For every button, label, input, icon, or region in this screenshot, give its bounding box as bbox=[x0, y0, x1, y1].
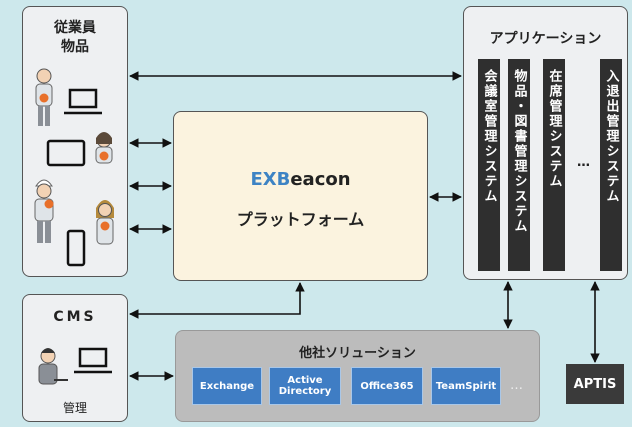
applications-box: アプリケーション 会議室管理システム 物品・図書管理システム 在席管理システム … bbox=[463, 6, 628, 280]
aptis-box: APTIS bbox=[566, 364, 624, 404]
applications-title: アプリケーション bbox=[489, 31, 602, 47]
laptop-icon bbox=[64, 88, 102, 115]
app-entry-exit: 入退出管理システム bbox=[600, 59, 622, 271]
cms-subtitle: 管理 bbox=[62, 401, 87, 415]
employees-title-line1: 従業員 bbox=[54, 20, 96, 36]
other-solutions-title: 他社ソリューション bbox=[299, 346, 416, 361]
person-icon-woman bbox=[95, 132, 113, 164]
person-icon-cms-user bbox=[38, 348, 68, 385]
smartphone-icon bbox=[66, 229, 86, 267]
exbeacon-platform-box: EXBeacon プラットフォーム bbox=[173, 111, 428, 281]
person-icon-woman-2 bbox=[96, 200, 114, 245]
logo-exb: EXB bbox=[250, 169, 291, 190]
platform-subtitle: プラットフォーム bbox=[236, 210, 365, 229]
cms-laptop-icon bbox=[74, 347, 112, 374]
exbeacon-logo: EXBeacon bbox=[174, 169, 427, 190]
solutions-ellipsis: … bbox=[510, 378, 523, 393]
tablet-icon bbox=[46, 139, 86, 167]
solution-teamspirit: TeamSpirit bbox=[431, 367, 501, 405]
person-icon-man bbox=[35, 68, 53, 126]
app-items-library: 物品・図書管理システム bbox=[508, 59, 530, 271]
solution-office365: Office365 bbox=[351, 367, 423, 405]
logo-eacon: eacon bbox=[290, 169, 351, 190]
employees-title: 従業員 物品 bbox=[23, 19, 127, 57]
arrow-cms-platform bbox=[129, 282, 305, 319]
applications-ellipsis: … bbox=[577, 155, 590, 170]
solution-active-directory: Active Directory bbox=[269, 367, 341, 405]
person-icon-worker bbox=[34, 179, 54, 243]
app-meeting-room: 会議室管理システム bbox=[478, 59, 500, 271]
app-attendance: 在席管理システム bbox=[543, 59, 565, 271]
solution-exchange: Exchange bbox=[192, 367, 262, 405]
cms-title: CMS bbox=[53, 309, 97, 325]
cms-box: CMS 管理 bbox=[22, 294, 128, 422]
employees-title-line2: 物品 bbox=[61, 39, 89, 55]
